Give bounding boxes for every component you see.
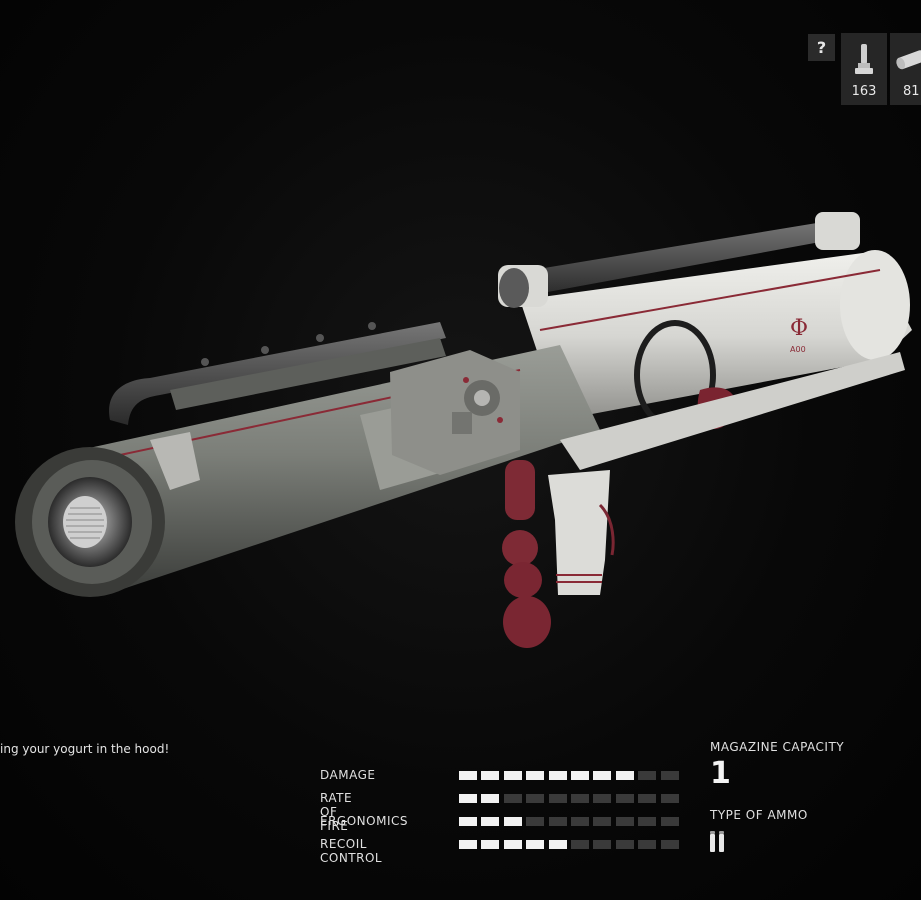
stat-segment-empty — [638, 840, 657, 849]
stat-segment-empty — [615, 794, 634, 803]
flavor-text: ing your yogurt in the hood! — [0, 742, 170, 756]
stat-segment-empty — [548, 794, 567, 803]
stat-segment-empty — [593, 840, 612, 849]
shells-icon — [710, 831, 724, 852]
stat-segment-filled — [481, 771, 500, 780]
stat-segment-empty — [526, 794, 545, 803]
stat-segment-empty — [638, 794, 657, 803]
stat-segment-empty — [571, 794, 589, 803]
ammo-count-1: 163 — [851, 84, 877, 99]
weapon-model-mark: A00 — [790, 345, 806, 354]
magazine-capacity-value: 1 — [710, 756, 731, 791]
stat-segment-filled — [459, 771, 477, 780]
ammo-slot-1[interactable]: 163 — [841, 33, 887, 105]
stat-segment-empty — [571, 817, 589, 826]
magazine-capacity-label: MAGAZINE CAPACITY — [710, 740, 845, 754]
weapon-emblem: Φ — [790, 316, 808, 341]
muzzle — [15, 447, 165, 597]
stat-label: DAMAGE — [320, 768, 376, 782]
stat-segment-empty — [593, 817, 612, 826]
canister-round-icon — [896, 50, 921, 70]
ammo-count-2: 81 — [903, 84, 920, 99]
stat-segment-filled — [593, 771, 612, 780]
stat-segment-empty — [660, 840, 679, 849]
stat-label: ERGONOMICS — [320, 814, 408, 828]
stat-segment-filled — [459, 840, 477, 849]
rocket-round-icon — [855, 44, 873, 74]
top-rail — [498, 212, 860, 308]
pistol-grip — [548, 470, 615, 595]
stat-segment-empty — [638, 817, 657, 826]
stat-segment-filled — [459, 794, 477, 803]
stat-segment-filled — [526, 771, 545, 780]
help-button[interactable]: ? — [808, 34, 835, 61]
side-pipes — [109, 322, 447, 425]
front-grip — [502, 460, 551, 648]
stat-segment-filled — [481, 840, 500, 849]
stat-segment-filled — [571, 771, 589, 780]
ammo-type-label: TYPE OF AMMO — [710, 808, 808, 822]
stat-label: RATE OF FIRE — [320, 791, 353, 833]
stat-segment-filled — [526, 840, 545, 849]
stat-label: RECOIL CONTROL — [320, 837, 383, 865]
receiver-block — [390, 350, 520, 475]
stat-segment-filled — [548, 771, 567, 780]
stat-segment-empty — [593, 794, 612, 803]
stat-segment-empty — [503, 794, 522, 803]
stat-segment-empty — [571, 840, 589, 849]
weapon-model: Φ A00 — [15, 212, 912, 648]
stat-segment-empty — [638, 771, 657, 780]
stat-segment-empty — [660, 771, 679, 780]
stat-segment-filled — [503, 840, 522, 849]
stat-segment-filled — [503, 817, 522, 826]
stat-segment-filled — [503, 771, 522, 780]
stat-segment-empty — [526, 817, 545, 826]
stat-segment-filled — [459, 817, 477, 826]
lower-rail — [560, 352, 905, 470]
stat-segment-empty — [615, 817, 634, 826]
stat-segment-filled — [481, 794, 500, 803]
stat-segment-empty — [548, 817, 567, 826]
stat-segment-empty — [660, 794, 679, 803]
stat-segment-empty — [615, 840, 634, 849]
rear-tube: Φ A00 — [520, 250, 912, 420]
ammo-slot-2[interactable]: 81 — [890, 33, 921, 105]
stat-segment-filled — [615, 771, 634, 780]
stat-segment-filled — [481, 817, 500, 826]
stat-segment-filled — [548, 840, 567, 849]
stat-segment-empty — [660, 817, 679, 826]
